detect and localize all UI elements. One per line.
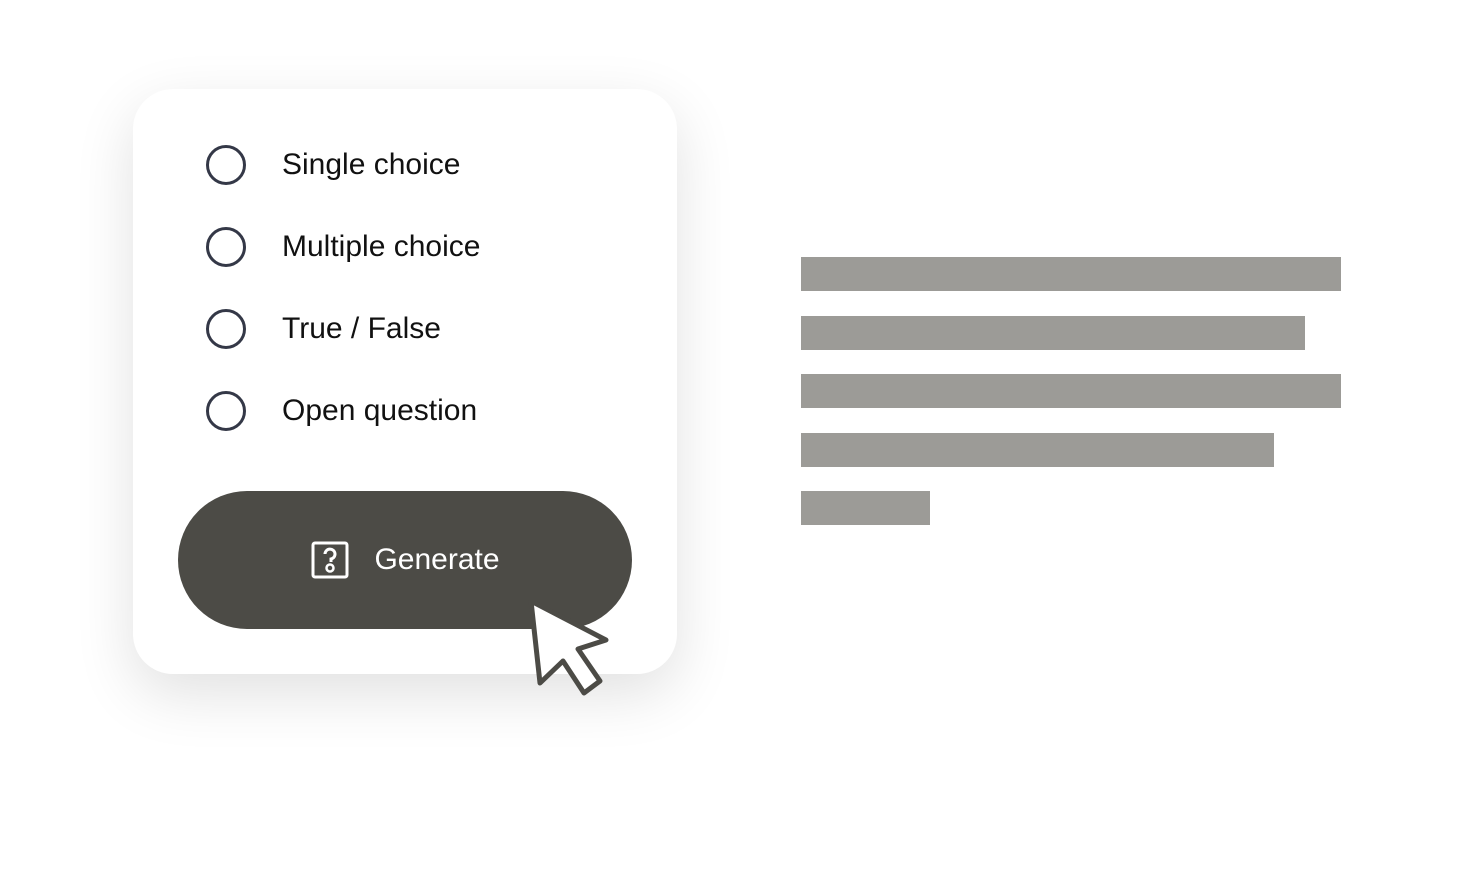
option-label: Open question [282, 394, 478, 427]
option-single-choice[interactable]: Single choice [206, 145, 460, 185]
text-placeholder-line [801, 257, 1341, 291]
question-type-card: Single choice Multiple choice True / Fal… [133, 89, 677, 674]
question-box-icon [311, 541, 349, 579]
text-placeholder-line [801, 316, 1305, 350]
generate-label: Generate [374, 543, 500, 576]
mouse-cursor-icon [528, 598, 609, 696]
text-placeholder-line [801, 433, 1274, 467]
text-placeholder-line [801, 374, 1341, 408]
radio-button[interactable] [206, 227, 246, 267]
option-open-question[interactable]: Open question [206, 391, 477, 431]
option-multiple-choice[interactable]: Multiple choice [206, 227, 480, 267]
radio-button[interactable] [206, 309, 246, 349]
generate-button[interactable]: Generate [178, 491, 632, 629]
text-placeholder-line [801, 491, 930, 525]
option-label: Single choice [282, 148, 461, 181]
option-label: True / False [282, 312, 441, 345]
radio-button[interactable] [206, 145, 246, 185]
option-true-false[interactable]: True / False [206, 309, 441, 349]
radio-button[interactable] [206, 391, 246, 431]
option-label: Multiple choice [282, 230, 481, 263]
